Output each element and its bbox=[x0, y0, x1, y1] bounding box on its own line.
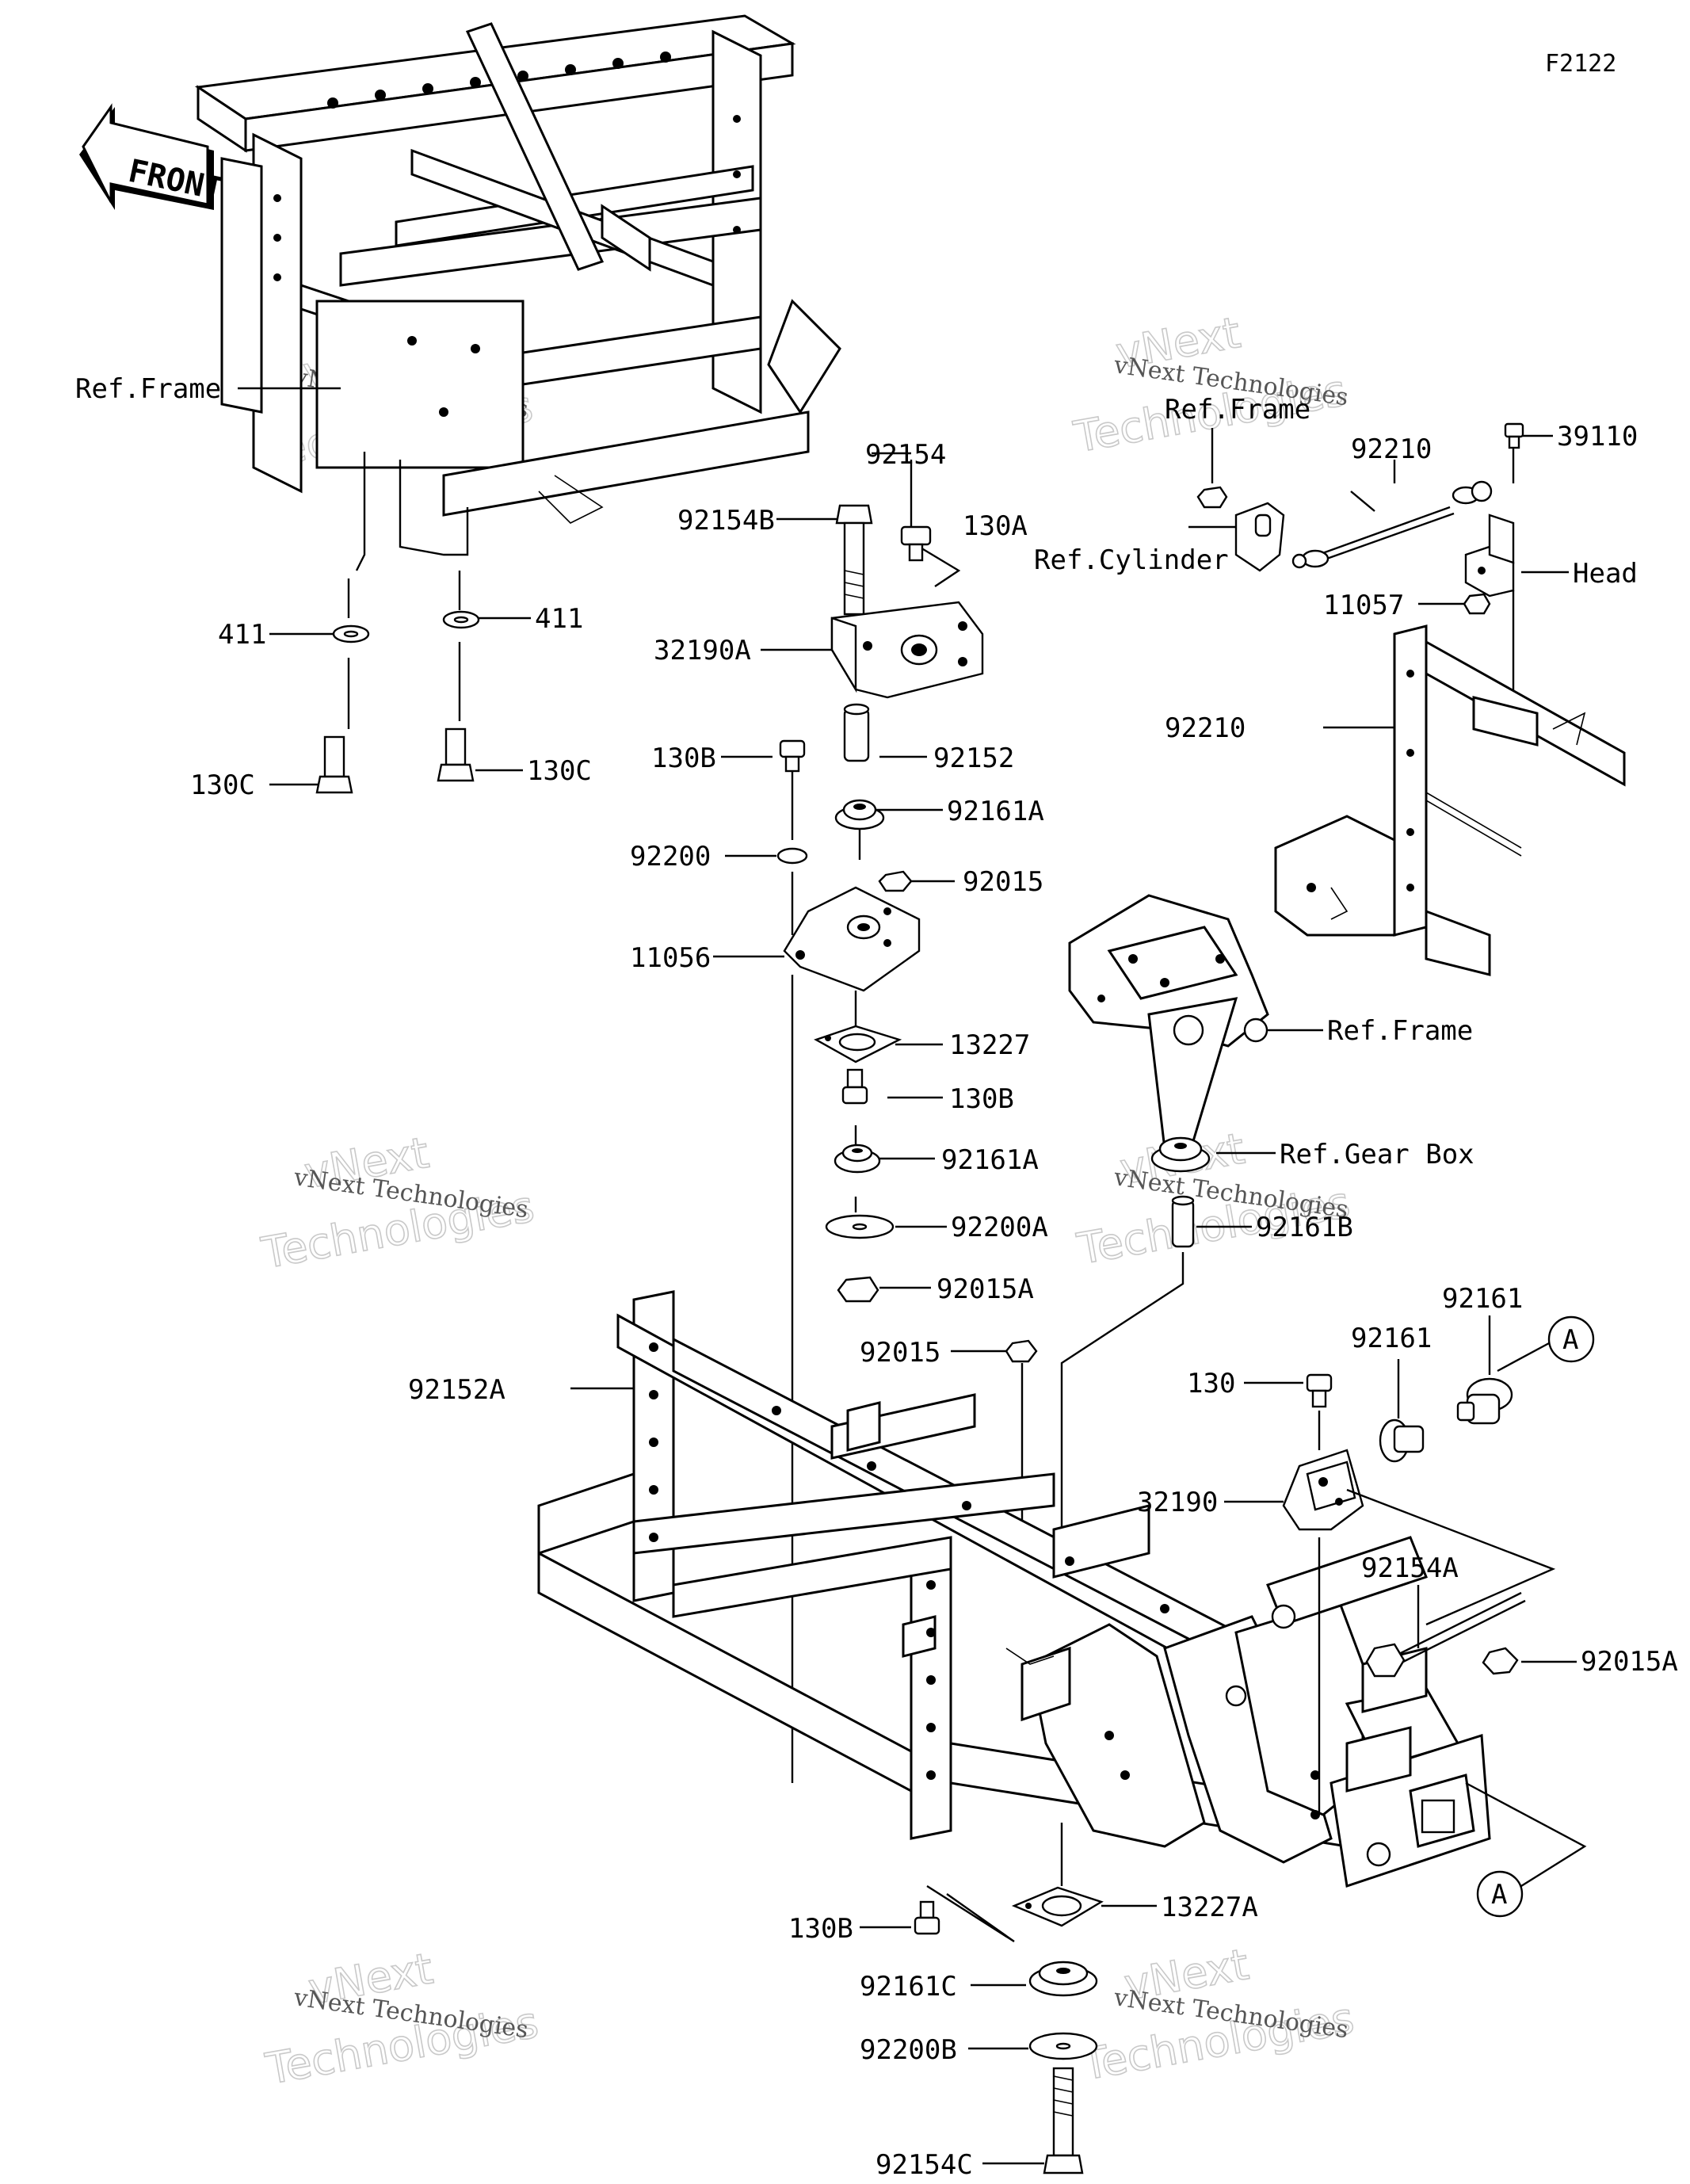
leaders-center bbox=[713, 452, 1024, 1783]
label-411-left: 411 bbox=[218, 619, 266, 651]
diagram-code: F2122 bbox=[1545, 50, 1616, 78]
damper-92161-right bbox=[1456, 1377, 1513, 1425]
label-32190: 32190 bbox=[1137, 1487, 1218, 1518]
label-92161c: 92161C bbox=[860, 1971, 957, 2003]
rod-39110 bbox=[1291, 480, 1493, 569]
label-92161a-lower: 92161A bbox=[941, 1144, 1039, 1176]
cylinder-head-bracket bbox=[1234, 502, 1285, 572]
bolt-130c-left bbox=[315, 735, 353, 794]
label-11056: 11056 bbox=[630, 942, 711, 974]
label-130c-left: 130C bbox=[190, 769, 255, 801]
washer-92200b bbox=[1028, 2032, 1098, 2060]
svg-text:A: A bbox=[1491, 1879, 1507, 1911]
gear-box-drawing bbox=[1068, 894, 1269, 1164]
washer-92200a bbox=[825, 1214, 895, 1239]
label-92200a: 92200A bbox=[951, 1212, 1048, 1243]
leaders-upper-left bbox=[238, 387, 531, 786]
damper-92161a-lower bbox=[834, 1144, 881, 1174]
label-130: 130 bbox=[1187, 1368, 1235, 1399]
label-ref-frame-right: 92210 bbox=[1165, 712, 1246, 744]
label-ref-frame-top: Ref.Frame bbox=[75, 373, 221, 405]
label-92152: 92152 bbox=[933, 743, 1014, 774]
leaders-upper-right bbox=[1188, 428, 1569, 713]
label-32190a: 32190A bbox=[654, 635, 751, 666]
front-arrow-icon: FRONT bbox=[79, 103, 226, 210]
nut-92015a-right bbox=[1482, 1647, 1519, 1675]
callout-a-bottom: A bbox=[1476, 1870, 1524, 1918]
damper-92161a-upper bbox=[834, 799, 885, 830]
bolt-130c-right bbox=[437, 727, 475, 782]
callout-a-top: A bbox=[1547, 1315, 1595, 1363]
nut-92015-upper bbox=[878, 870, 913, 892]
bracket-11056 bbox=[783, 886, 921, 992]
label-92015-upper: 92015 bbox=[963, 866, 1043, 898]
label-130b-lower: 130B bbox=[788, 1913, 853, 1945]
label-130c-right: 130C bbox=[527, 755, 592, 787]
label-ref-gear-box: Ref.Frame bbox=[1327, 1015, 1473, 1047]
label-92200: 92200 bbox=[630, 841, 711, 872]
label-92161-mid: 92161 bbox=[1351, 1323, 1432, 1354]
bolt-130b-upper bbox=[779, 739, 806, 773]
label-130a: 39110 bbox=[1557, 421, 1638, 452]
nut-92210-top bbox=[1196, 486, 1228, 509]
bracket-32190a bbox=[830, 601, 984, 699]
label-92200b: 92200B bbox=[860, 2034, 957, 2066]
label-92015a-left: 92015A bbox=[937, 1273, 1034, 1305]
nut-92015-lower bbox=[1005, 1339, 1038, 1363]
label-ref-cylinder-head-1: 130A bbox=[963, 510, 1028, 542]
label-130b-middle: 130B bbox=[949, 1083, 1014, 1115]
bolt-130b-lower bbox=[914, 1900, 940, 1935]
bolt-92154 bbox=[900, 460, 932, 562]
bolt-92154b bbox=[835, 504, 873, 616]
label-92161b: Ref.Gear Box bbox=[1280, 1139, 1474, 1170]
label-92210-top: Ref.Frame bbox=[1165, 394, 1310, 426]
nut-92015a-left bbox=[837, 1276, 879, 1303]
collar-92152a bbox=[1171, 1195, 1195, 1248]
label-11057: Head bbox=[1573, 558, 1638, 590]
damper-92161c bbox=[1028, 1961, 1098, 1997]
label-92152a: 92161B bbox=[1256, 1212, 1353, 1243]
right-frame-drawing bbox=[1274, 624, 1626, 976]
damper-92161b bbox=[1150, 1136, 1211, 1173]
label-ref-frame-bottom: 92152A bbox=[408, 1374, 505, 1406]
bolt-92154a bbox=[1365, 1591, 1526, 1678]
label-92154a: 92154A bbox=[1361, 1552, 1459, 1584]
damper-92161-mid bbox=[1379, 1418, 1425, 1463]
label-92154c: 92154C bbox=[876, 2149, 973, 2181]
bolt-130a bbox=[1504, 422, 1524, 449]
bracket-32190 bbox=[1282, 1449, 1364, 1531]
washer-92200 bbox=[776, 847, 808, 865]
svg-text:A: A bbox=[1562, 1324, 1578, 1356]
label-92161-right: 92161 bbox=[1442, 1283, 1523, 1315]
plate-13227a bbox=[1011, 1886, 1104, 1927]
label-92154: 92154 bbox=[865, 439, 946, 471]
main-frame-drawing bbox=[537, 1290, 1491, 1888]
label-13227a: 13227A bbox=[1161, 1892, 1258, 1923]
label-130b-upper: 130B bbox=[651, 743, 716, 774]
bolt-92154c bbox=[1043, 2067, 1084, 2174]
label-411-right: 411 bbox=[535, 603, 583, 635]
label-92154b: 92154B bbox=[677, 505, 775, 536]
plate-13227 bbox=[814, 1025, 902, 1063]
label-92161a-upper: 92161A bbox=[947, 796, 1044, 827]
bracket-11057 bbox=[1464, 514, 1515, 598]
collar-92152 bbox=[843, 703, 870, 762]
label-ref-cylinder-head-2: Ref.Cylinder bbox=[1034, 544, 1229, 576]
bolt-130b-middle bbox=[841, 1068, 868, 1105]
label-92015a-right: 92015A bbox=[1581, 1646, 1678, 1678]
nut-92210-bottom bbox=[1463, 593, 1491, 615]
label-13227: 13227 bbox=[949, 1029, 1030, 1061]
label-92015-lower: 92015 bbox=[860, 1337, 940, 1369]
label-92210-bottom: 11057 bbox=[1323, 590, 1404, 621]
upper-frame-drawing bbox=[194, 14, 841, 524]
label-39110: 92210 bbox=[1351, 433, 1432, 465]
bolt-130 bbox=[1306, 1373, 1333, 1408]
